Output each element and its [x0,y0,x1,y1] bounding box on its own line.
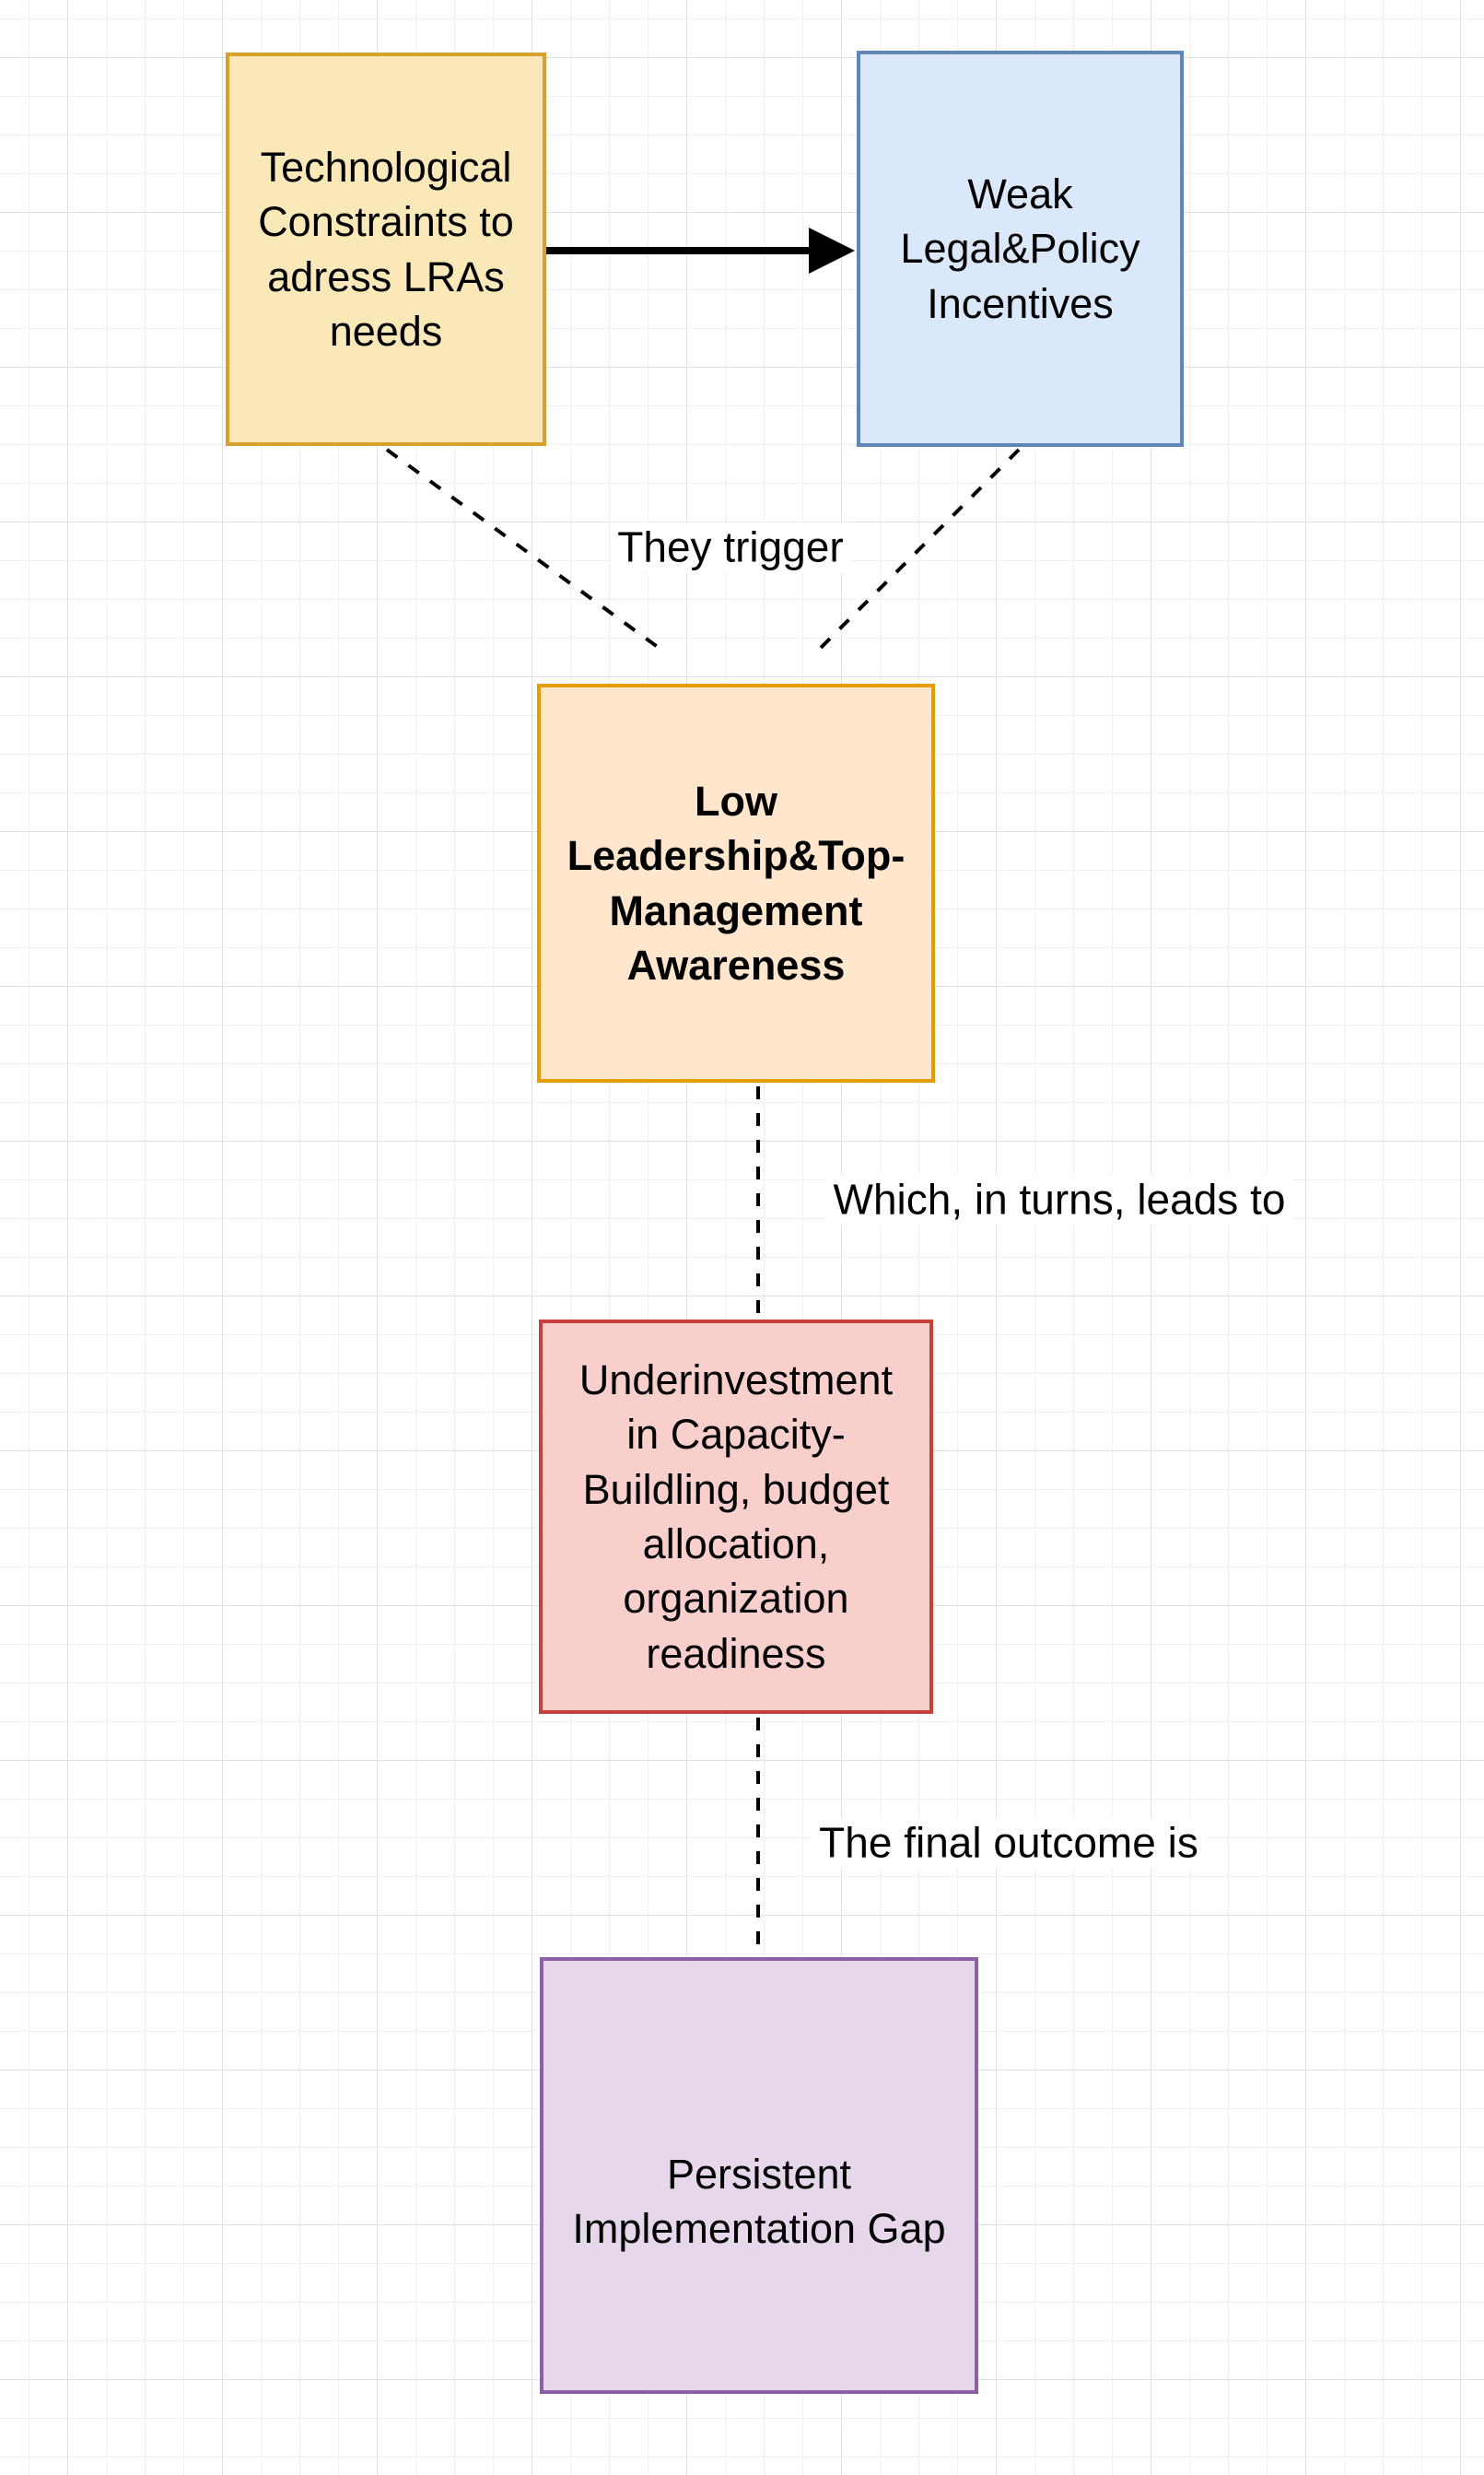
edge-label-final-outcome: The final outcome is [812,1817,1206,1869]
edge-label-they-trigger: They trigger [610,522,851,573]
arrowhead-icon [809,228,855,274]
node-label-weak-legal-policy: Weak Legal&Policy Incentives [900,170,1140,327]
node-implementation-gap: Persistent Implementation Gap [540,1957,978,2394]
node-tech-constraints: Technological Constraints to adress LRAs… [226,53,546,446]
node-label-underinvestment: Underinvestment in Capacity- Buildling, … [578,1355,894,1677]
node-weak-legal-policy: Weak Legal&Policy Incentives [857,51,1184,447]
node-label-implementation-gap: Persistent Implementation Gap [572,2150,946,2252]
node-label-tech-constraints: Technological Constraints to adress LRAs… [258,143,514,355]
node-label-low-leadership-awareness: Low Leadership&Top- Management Awareness [567,777,906,989]
node-low-leadership-awareness: Low Leadership&Top- Management Awareness [537,684,935,1083]
node-underinvestment: Underinvestment in Capacity- Buildling, … [539,1320,933,1714]
edge-label-which-leads-to: Which, in turns, leads to [825,1174,1293,1226]
